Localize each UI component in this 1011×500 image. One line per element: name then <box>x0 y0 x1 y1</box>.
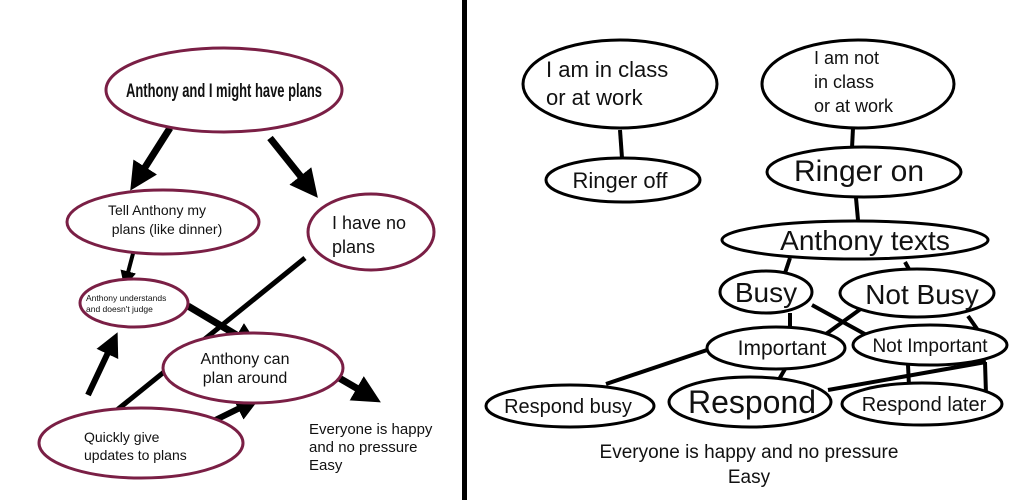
node-title <box>104 46 344 134</box>
node-tell-anthony <box>65 188 261 256</box>
arrow-title-to-tell <box>130 126 173 191</box>
node-respond-later-label: Respond later <box>862 394 987 416</box>
left-outcome-line3: Easy <box>309 457 343 474</box>
node-no-plans-line1: I have no <box>332 213 406 233</box>
arrow-title-to-no-plans <box>267 135 318 198</box>
right-flowchart: I am in class or at work I am not in cla… <box>484 38 1009 488</box>
line-not-in-class-to-ringer-on <box>850 127 855 149</box>
node-title-label: Anthony and I might have plans <box>126 81 322 102</box>
node-no-plans-line2: plans <box>332 237 375 257</box>
node-quick-updates <box>37 406 245 480</box>
node-important-label: Important <box>738 337 827 360</box>
node-in-class-line2: or at work <box>546 85 644 110</box>
node-plan-around-line2: plan around <box>203 370 288 387</box>
node-ringer-off <box>544 156 702 204</box>
line-in-class-to-ringer-off <box>618 129 624 159</box>
node-anthony-texts-label: Anthony texts <box>780 225 950 256</box>
right-outcome-line2: Easy <box>728 467 771 488</box>
node-respond-later <box>840 381 1004 427</box>
node-respond-label: Respond <box>688 384 816 420</box>
node-understands <box>78 277 190 329</box>
node-plan-around-line1: Anthony can <box>201 351 290 368</box>
node-ringer-off-label: Ringer off <box>573 168 669 193</box>
line-important-to-respond-busy <box>605 345 717 386</box>
node-understands-line2: and doesn't judge <box>86 304 153 314</box>
line-texts-to-busy <box>783 257 792 274</box>
node-tell-anthony-line2: plans (like dinner) <box>112 221 223 237</box>
node-respond <box>667 375 833 429</box>
node-tell-anthony-line1: Tell Anthony my <box>108 202 206 218</box>
node-anthony-texts <box>720 219 990 261</box>
node-ringer-on-label: Ringer on <box>794 155 924 188</box>
node-busy <box>718 269 814 315</box>
node-not-busy-label: Not Busy <box>865 279 979 310</box>
left-outcome-line2: and no pressure <box>309 439 417 456</box>
node-understands-line1: Anthony understands <box>86 293 166 303</box>
node-quick-updates-line1: Quickly give <box>84 429 160 445</box>
node-not-important <box>851 323 1009 367</box>
node-not-in-class-line2: in class <box>814 72 874 92</box>
line-not-important-to-respond-later-b <box>983 361 988 395</box>
node-not-important-label: Not Important <box>872 336 988 357</box>
arrow-updates-to-understands <box>85 332 119 397</box>
line-no-plans-to-updates <box>115 256 307 412</box>
line-not-busy-to-important <box>824 306 864 336</box>
panel-divider <box>462 0 467 500</box>
node-not-busy <box>838 267 996 319</box>
node-quick-updates-line2: updates to plans <box>84 447 187 463</box>
node-plan-around <box>161 331 345 405</box>
right-outcome-line1: Everyone is happy and no pressure <box>600 442 899 463</box>
node-in-class-line1: I am in class <box>546 57 668 82</box>
node-respond-busy-label: Respond busy <box>504 396 632 418</box>
line-ringer-on-to-texts <box>854 197 860 221</box>
node-not-in-class-line3: or at work <box>814 96 894 116</box>
node-no-plans <box>306 192 436 272</box>
node-important <box>705 325 847 371</box>
node-in-class <box>521 38 719 130</box>
left-outcome-line1: Everyone is happy <box>309 421 433 438</box>
node-ringer-on <box>765 145 963 199</box>
left-flowchart: Anthony and I might have plans Tell Anth… <box>37 46 436 480</box>
node-busy-label: Busy <box>735 277 797 308</box>
node-not-in-class <box>760 38 956 130</box>
node-respond-busy <box>484 383 656 429</box>
node-not-in-class-line1: I am not <box>814 48 879 68</box>
